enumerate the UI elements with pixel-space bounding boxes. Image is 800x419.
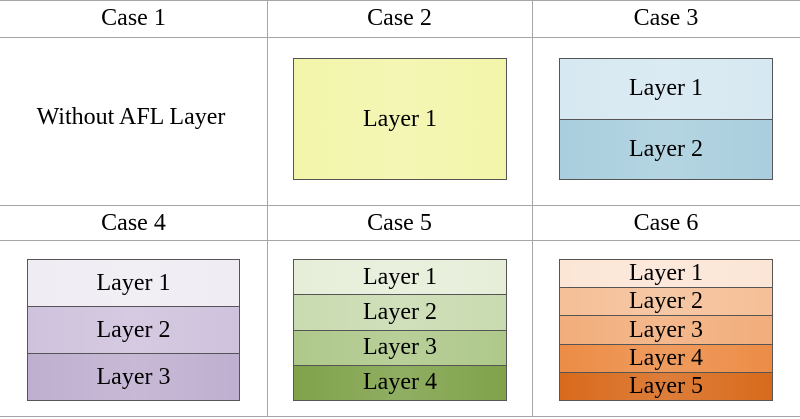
case-1-text: Without AFL Layer <box>36 104 226 130</box>
case-3-layer-2: Layer 2 <box>560 118 772 179</box>
case-4-layer-3: Layer 3 <box>28 353 239 400</box>
case-5-layer-2: Layer 2 <box>294 294 506 330</box>
case-4-header: Case 4 <box>101 210 166 236</box>
grid-col1 <box>267 0 268 417</box>
case-5-layer-4: Layer 4 <box>294 364 506 400</box>
case-2-header: Case 2 <box>367 5 432 31</box>
case-6-layer-1: Layer 1 <box>560 260 772 288</box>
case-2-layer-1: Layer 1 <box>294 59 506 179</box>
case-5-header: Case 5 <box>367 210 432 236</box>
case-4-layer-1: Layer 1 <box>28 260 239 306</box>
case-4-layer-2: Layer 2 <box>28 306 239 353</box>
case-6-layer-5: Layer 5 <box>560 371 772 401</box>
case-6-header: Case 6 <box>633 210 699 236</box>
case-6-layer-4: Layer 4 <box>560 343 772 372</box>
case-5-layer-3: Layer 3 <box>294 329 506 365</box>
grid-row1-sep <box>0 37 800 38</box>
case-5-layer-1: Layer 1 <box>294 260 506 295</box>
case-3-layer-1: Layer 1 <box>560 59 772 119</box>
grid-bottom <box>0 416 800 417</box>
case-2-stack: Layer 1 <box>293 58 507 180</box>
case-6-layer-3: Layer 3 <box>560 315 772 344</box>
case-6-layer-2: Layer 2 <box>560 287 772 316</box>
grid-row2-sep <box>0 240 800 241</box>
case-3-header: Case 3 <box>633 5 699 31</box>
case-1-header: Case 1 <box>101 5 166 31</box>
grid-col2 <box>532 0 533 417</box>
grid-mid <box>0 205 800 206</box>
grid-top <box>0 0 800 1</box>
